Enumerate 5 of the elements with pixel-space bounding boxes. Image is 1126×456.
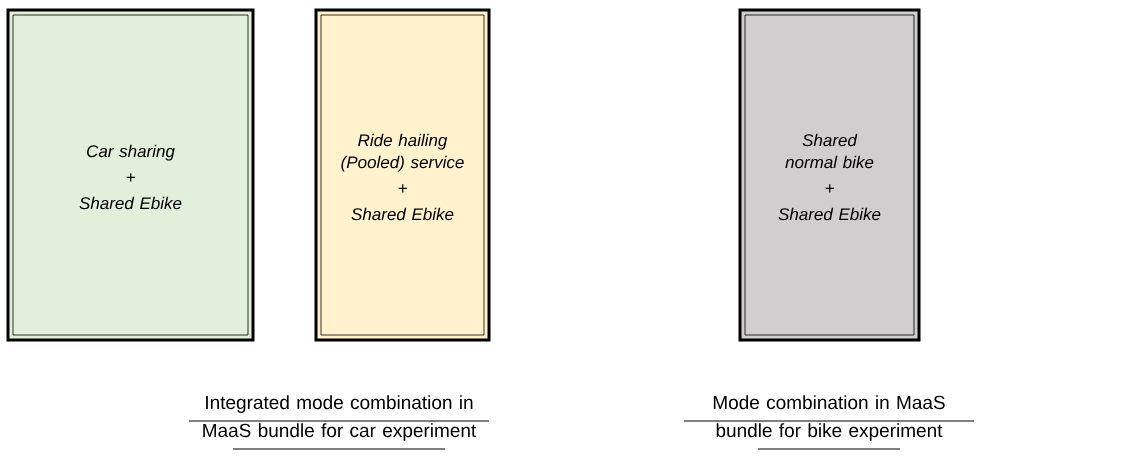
text-box: Car sharing + Shared Ebike (6, 8, 255, 342)
caption: Mode combination in MaaS bundle for bike experiment (683, 395, 975, 450)
caption: Integrated mode combination in MaaS bundle for car experiment (188, 395, 490, 450)
text-box: Ride hailing (Pooled) service + Shared Ebike (314, 8, 491, 342)
text-box: Shared normal bike + Shared Ebike (738, 8, 921, 342)
